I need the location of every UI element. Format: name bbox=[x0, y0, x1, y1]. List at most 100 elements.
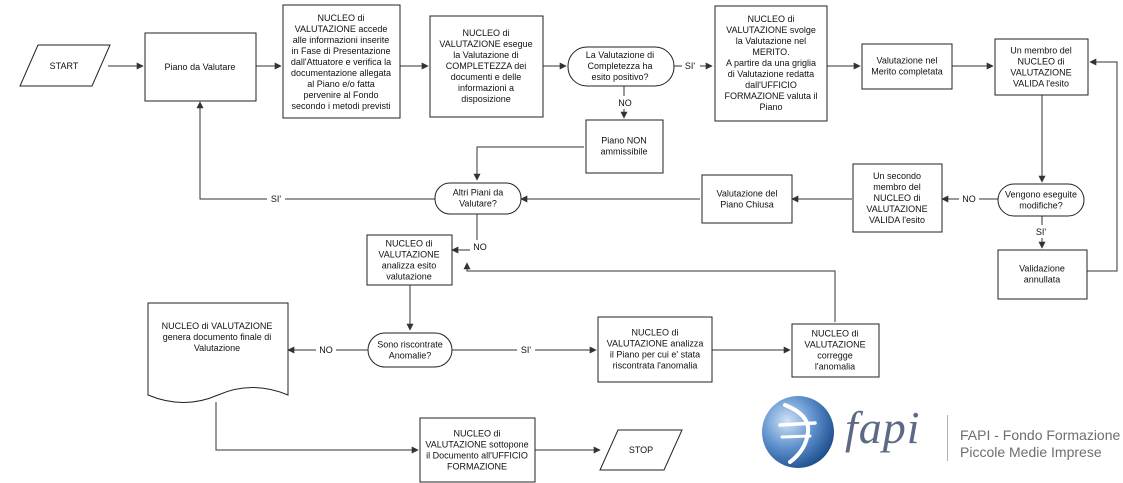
n1-line: documentazione allegata bbox=[291, 68, 391, 78]
mod-line: Vengono eseguite bbox=[1005, 190, 1077, 200]
n2-line: VALUTAZIONE esegue bbox=[439, 39, 532, 49]
fapi-wordmark: fapi bbox=[845, 402, 921, 453]
anom-line: Sono riscontrate bbox=[377, 340, 443, 350]
n1-box bbox=[282, 4, 401, 119]
analizza2-line: NUCLEO di bbox=[631, 328, 678, 338]
stop-line: STOP bbox=[629, 445, 653, 455]
vpc-box bbox=[701, 174, 793, 224]
edge-pna-altri bbox=[473, 146, 584, 181]
start-terminal bbox=[19, 44, 111, 87]
label-si-mod-annullata: SI' bbox=[1036, 227, 1047, 237]
analizza2-line: VALUTAZIONE analizza bbox=[607, 339, 704, 349]
edge-corregge-analizza bbox=[463, 262, 836, 322]
corregge-line: corregge bbox=[817, 351, 853, 361]
secondo-line: VALIDA l'esito bbox=[869, 215, 925, 225]
label-no-altri-analizza: NO bbox=[473, 242, 487, 252]
d1-line: La Valutazione di bbox=[586, 50, 654, 60]
analizza2-line: il Piano per cui e' stata bbox=[610, 350, 700, 360]
logo-line-1: FAPI - Fondo Formazione bbox=[960, 427, 1121, 443]
piano-line: Piano da Valutare bbox=[165, 62, 236, 72]
n2-line: COMPLETEZZA dei bbox=[446, 61, 527, 71]
n1-line: alle informazioni inserite bbox=[293, 35, 390, 45]
secondo-line: VALUTAZIONE bbox=[866, 204, 927, 214]
pna-box bbox=[585, 119, 664, 174]
n1-line: dall'Attuatore e verifica la bbox=[291, 57, 391, 67]
doc-document bbox=[147, 302, 289, 403]
n3-line: VALUTAZIONE svolge bbox=[726, 25, 816, 35]
fapi-logo: fapi FAPI - Fondo Formazione Piccole Med… bbox=[760, 395, 1122, 480]
label-no-mod-secondo: NO bbox=[962, 194, 976, 204]
annullata-line: annullata bbox=[1024, 275, 1061, 285]
edge-doc-sottopone bbox=[215, 402, 419, 454]
corregge-box bbox=[791, 323, 880, 378]
n2-box bbox=[429, 15, 544, 118]
label-no-anom-doc: NO bbox=[319, 345, 333, 355]
d1-line: esito positivo? bbox=[591, 72, 648, 82]
corregge-line: VALUTAZIONE bbox=[804, 340, 865, 350]
doc-line: Valutazione bbox=[194, 343, 240, 353]
altri-decision bbox=[434, 182, 522, 215]
secondo-box bbox=[852, 163, 943, 233]
sottopone-line: il Documento all'UFFICIO bbox=[426, 451, 528, 461]
membro-box bbox=[994, 38, 1089, 96]
secondo-line: NUCLEO di bbox=[873, 193, 920, 203]
stop-terminal bbox=[599, 429, 683, 471]
n2-line: NUCLEO di bbox=[462, 28, 509, 38]
piano-text: Piano da Valutare bbox=[165, 62, 236, 72]
membro-line: Un membro del bbox=[1010, 46, 1072, 56]
label-si-anom-analizza2: SI' bbox=[521, 345, 532, 355]
start-text: START bbox=[50, 61, 79, 71]
label-si-d1-n3: SI' bbox=[685, 61, 696, 71]
n3-line: la Valutazione nel bbox=[736, 36, 806, 46]
edge-annullata-membro bbox=[1087, 58, 1118, 272]
anom-decision bbox=[367, 332, 453, 368]
fapi-globe-icon bbox=[762, 396, 834, 468]
logo-divider bbox=[947, 415, 948, 461]
doc-line: NUCLEO di VALUTAZIONE bbox=[162, 321, 273, 331]
sottopone-line: NUCLEO di bbox=[453, 429, 500, 439]
vmc-line: Valutazione nel bbox=[877, 56, 938, 66]
membro-line: VALUTAZIONE bbox=[1010, 68, 1071, 78]
n1-line: secondo i metodi previsti bbox=[291, 101, 390, 111]
analizza-line: valutazione bbox=[386, 272, 432, 282]
sottopone-box bbox=[419, 417, 536, 483]
stop-text: STOP bbox=[629, 445, 653, 455]
n2-line: informazioni a bbox=[458, 83, 514, 93]
vmc-line: Merito completata bbox=[871, 67, 943, 77]
altri-line: Valutare? bbox=[459, 199, 497, 209]
mod-decision bbox=[997, 183, 1085, 217]
n3-line: FORMAZIONE valuta il bbox=[724, 91, 817, 101]
mod-line: modifiche? bbox=[1019, 201, 1063, 211]
label-no-d1-pna: NO bbox=[618, 98, 632, 108]
n2-line: disposizione bbox=[461, 94, 511, 104]
corregge-line: l'anomalia bbox=[815, 362, 855, 372]
logo-line-2: Piccole Medie Imprese bbox=[960, 444, 1102, 460]
d1-decision bbox=[567, 46, 675, 87]
pna-line: ammissibile bbox=[600, 147, 647, 157]
corregge-line: NUCLEO di bbox=[811, 329, 858, 339]
sottopone-line: FORMAZIONE bbox=[447, 462, 507, 472]
analizza2-box bbox=[597, 316, 713, 383]
piano-box bbox=[144, 32, 257, 102]
n1-line: VALUTAZIONE accede bbox=[295, 24, 388, 34]
analizza2-line: riscontrata l'anomalia bbox=[613, 361, 698, 371]
n3-line: MERITO. bbox=[752, 47, 789, 57]
doc-line: genera documento finale di bbox=[163, 332, 272, 342]
n3-box bbox=[714, 5, 828, 122]
vpc-line: Valutazione del bbox=[717, 189, 778, 199]
secondo-line: Un secondo bbox=[873, 171, 921, 181]
n3-line: NUCLEO di bbox=[747, 14, 794, 24]
